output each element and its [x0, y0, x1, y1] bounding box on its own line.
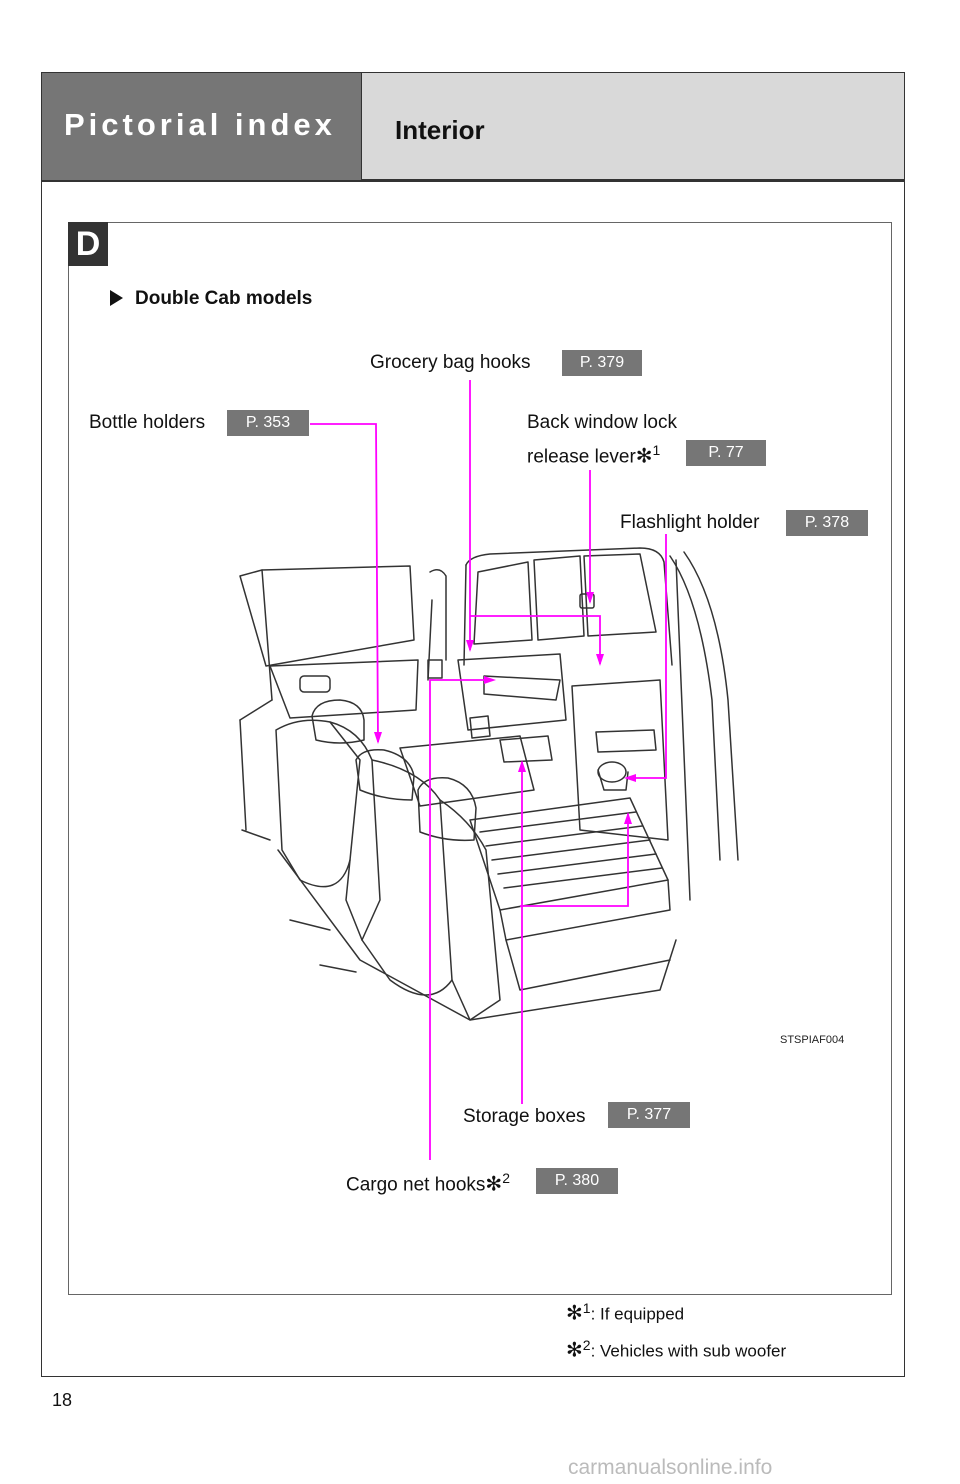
- illustration-code: STSPIAF004: [780, 1034, 845, 1046]
- illustration-panel: [68, 222, 892, 1295]
- page-number: 18: [52, 1390, 73, 1410]
- flashlight-holder-page-ref[interactable]: P. 378: [786, 510, 868, 536]
- cargo-net-hooks-page-ref[interactable]: P. 380: [536, 1168, 618, 1194]
- back-window-label-line1: Back window lock: [527, 412, 677, 433]
- grocery-bag-hooks-page-ref[interactable]: P. 379: [562, 350, 642, 376]
- flashlight-holder-label: Flashlight holder: [620, 512, 760, 533]
- watermark: carmanualsonline.info: [568, 1456, 773, 1479]
- footnote-1: ✻1: If equipped: [566, 1300, 685, 1325]
- asterisk-icon: ✻: [485, 1173, 503, 1196]
- grocery-bag-hooks-label: Grocery bag hooks: [370, 352, 531, 373]
- subheading-text: Double Cab models: [135, 288, 313, 309]
- back-window-page-ref[interactable]: P. 77: [686, 440, 766, 466]
- triangle-bullet-icon: [110, 290, 123, 306]
- cargo-net-hooks-label: Cargo net hooks✻2: [346, 1170, 510, 1196]
- page-title: Interior: [395, 115, 485, 145]
- header-bar: Interior: [362, 73, 904, 180]
- bottle-holders-page-ref[interactable]: P. 353: [227, 410, 309, 436]
- section-title: Pictorial index: [64, 107, 336, 142]
- section-tab: Pictorial index: [42, 73, 362, 180]
- asterisk-icon: ✻: [635, 445, 653, 468]
- asterisk-icon: ✻: [566, 1339, 583, 1362]
- bottle-holders-label: Bottle holders: [89, 412, 206, 433]
- section-badge: D: [68, 222, 108, 266]
- footnote-2: ✻2: Vehicles with sub woofer: [566, 1337, 787, 1362]
- asterisk-icon: ✻: [566, 1302, 583, 1325]
- subheading: Double Cab models: [110, 288, 312, 310]
- header-divider: [42, 180, 904, 182]
- back-window-label-line2: release lever✻1: [527, 442, 661, 468]
- storage-boxes-label: Storage boxes: [463, 1106, 586, 1127]
- storage-boxes-page-ref[interactable]: P. 377: [608, 1102, 690, 1128]
- page-frame: [41, 72, 905, 1377]
